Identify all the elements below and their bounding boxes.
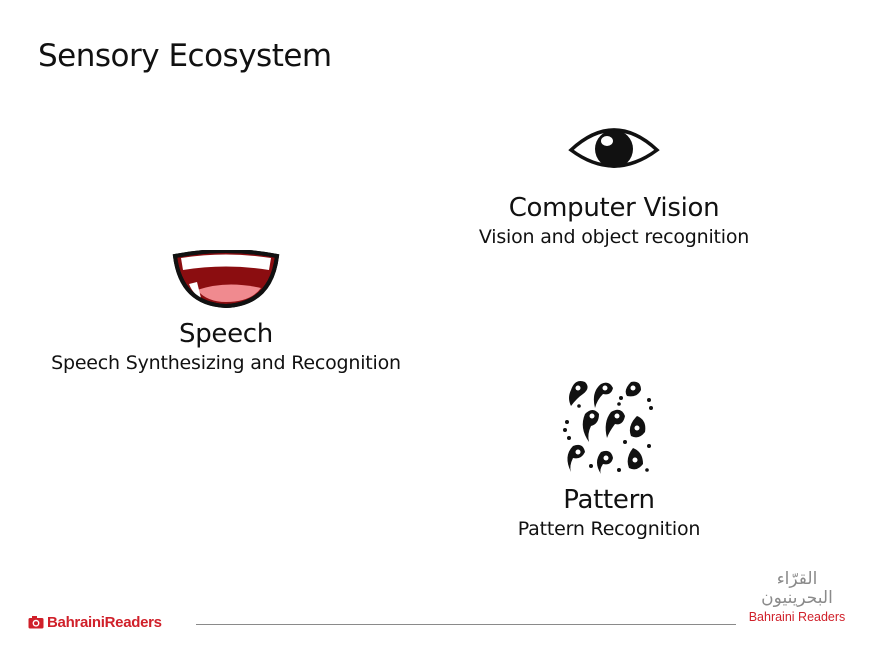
paisley-pattern-icon	[563, 381, 653, 474]
pattern-subtitle: Pattern Recognition	[517, 518, 701, 540]
corner-logo-arabic-line2: البحرينيون	[761, 588, 833, 608]
pattern-section: Pattern Pattern Recognition	[505, 376, 713, 542]
corner-logo-arabic-line1: القرّاء	[776, 569, 818, 589]
footer-logo: BahrainiReaders	[28, 613, 162, 631]
slide-title: Sensory Ecosystem	[38, 38, 332, 74]
speech-heading: Speech	[179, 319, 273, 349]
eye-icon	[568, 128, 660, 168]
footer-divider	[196, 624, 736, 625]
bahraini-readers-logo: القرّاء البحرينيون Bahraini Readers	[742, 570, 852, 632]
corner-logo-english: Bahraini Readers	[748, 610, 846, 624]
speech-subtitle: Speech Synthesizing and Recognition	[51, 352, 401, 374]
camera-icon	[28, 616, 44, 629]
vision-section: Computer Vision Vision and object recogn…	[464, 124, 764, 250]
vision-subtitle: Vision and object recognition	[478, 226, 750, 248]
vision-heading: Computer Vision	[508, 193, 720, 223]
footer-logo-text: BahrainiReaders	[47, 613, 162, 631]
speech-section: Speech Speech Synthesizing and Recogniti…	[36, 250, 416, 376]
mouth-icon	[172, 250, 280, 308]
pattern-heading: Pattern	[563, 485, 655, 515]
